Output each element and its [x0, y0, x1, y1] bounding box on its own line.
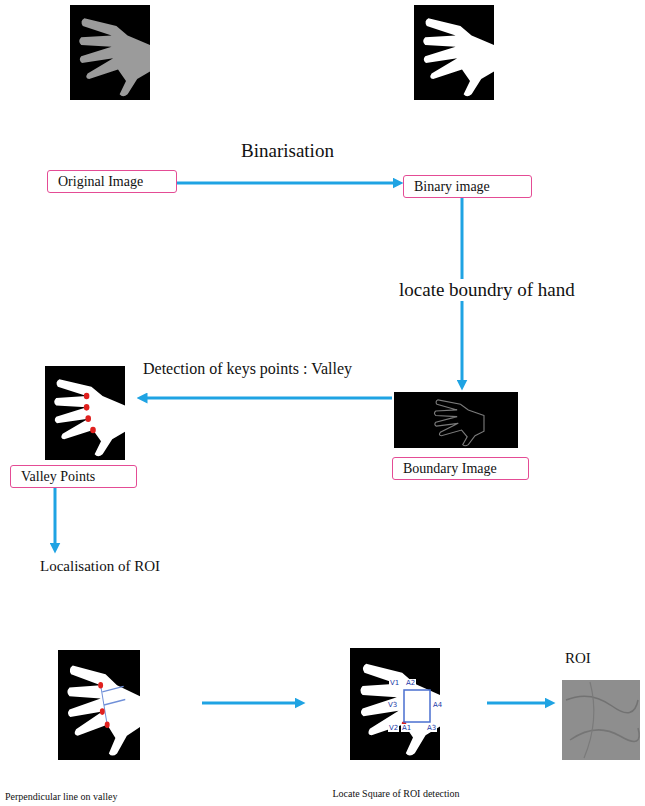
- hand-shape: [360, 664, 440, 756]
- point-label: A2: [405, 679, 416, 687]
- roi-square: [404, 690, 430, 722]
- panel-heading: ROI: [555, 645, 644, 667]
- valley-dot: [100, 708, 105, 715]
- point-label: V3: [387, 701, 398, 709]
- image-panel: Locate Square of ROI detection: [305, 645, 487, 800]
- valley-dot: [90, 427, 96, 434]
- box-label: Valley Points: [10, 465, 137, 488]
- box-label: Boundary Image: [392, 457, 529, 480]
- caption-box: Boundary Image: [392, 390, 529, 480]
- hand-shape: [54, 379, 125, 456]
- panel-caption: Locate Square of ROI detection: [305, 788, 487, 800]
- roi-texture: [562, 680, 640, 760]
- original-hand-image: [70, 5, 150, 100]
- image-ground: [45, 366, 125, 460]
- square-hand-image: [350, 648, 440, 760]
- arrow-label: locate boundry of hand: [396, 279, 578, 301]
- caption-box: Valley Points: [10, 366, 137, 488]
- point-label: V2: [388, 724, 399, 732]
- image-panel: Localisation of ROI Perpendicular line on…: [5, 553, 202, 803]
- image-ground: [70, 5, 150, 100]
- image-ground: [414, 5, 494, 100]
- point-label: A3: [426, 724, 437, 732]
- hand-shape: [79, 18, 150, 96]
- valley-dot: [84, 404, 90, 411]
- palm-line: [570, 728, 639, 741]
- image-ground: [394, 392, 518, 448]
- roi-image: [562, 680, 640, 760]
- perpendicular-line: [104, 700, 125, 706]
- palm-line: [566, 696, 638, 713]
- valley-dot: [85, 415, 91, 422]
- panel-caption: Perpendicular line on valley: [5, 791, 202, 803]
- panel-heading: Localisation of ROI: [5, 553, 202, 575]
- valley-dot: [98, 682, 103, 689]
- flow-arrow: [487, 702, 550, 705]
- perpendicular-line: [102, 686, 123, 692]
- hand-outline: [434, 400, 484, 446]
- arrow-label: Binarisation: [238, 140, 337, 162]
- flow-arrow: [202, 702, 300, 705]
- image-ground: [350, 648, 440, 760]
- flow-arrow: [142, 397, 392, 400]
- palm-line: [584, 682, 594, 758]
- point-label: A4: [432, 701, 443, 709]
- arrow-label: Detection of keys points : Valley: [140, 360, 355, 378]
- hand-shape: [423, 18, 494, 96]
- box-label: Original Image: [47, 170, 177, 193]
- point-label: V1: [389, 679, 400, 687]
- point-label: A1: [401, 724, 412, 732]
- box-label: Binary image: [403, 175, 532, 198]
- caption-box: Original Image: [47, 5, 177, 193]
- image-ground: [58, 650, 140, 760]
- caption-box: Binary image: [403, 5, 532, 198]
- image-panel: ROI: [555, 645, 644, 762]
- binary-hand-image: [414, 5, 494, 100]
- valley-hand-image: [45, 366, 125, 460]
- hand-shape: [67, 665, 140, 755]
- boundary-hand-image: [394, 392, 518, 448]
- flow-arrow: [177, 182, 398, 185]
- perpendicular-hand-image: [58, 650, 140, 760]
- valley-dot: [105, 722, 110, 729]
- valley-dot: [84, 393, 90, 400]
- flow-arrow: [54, 488, 57, 548]
